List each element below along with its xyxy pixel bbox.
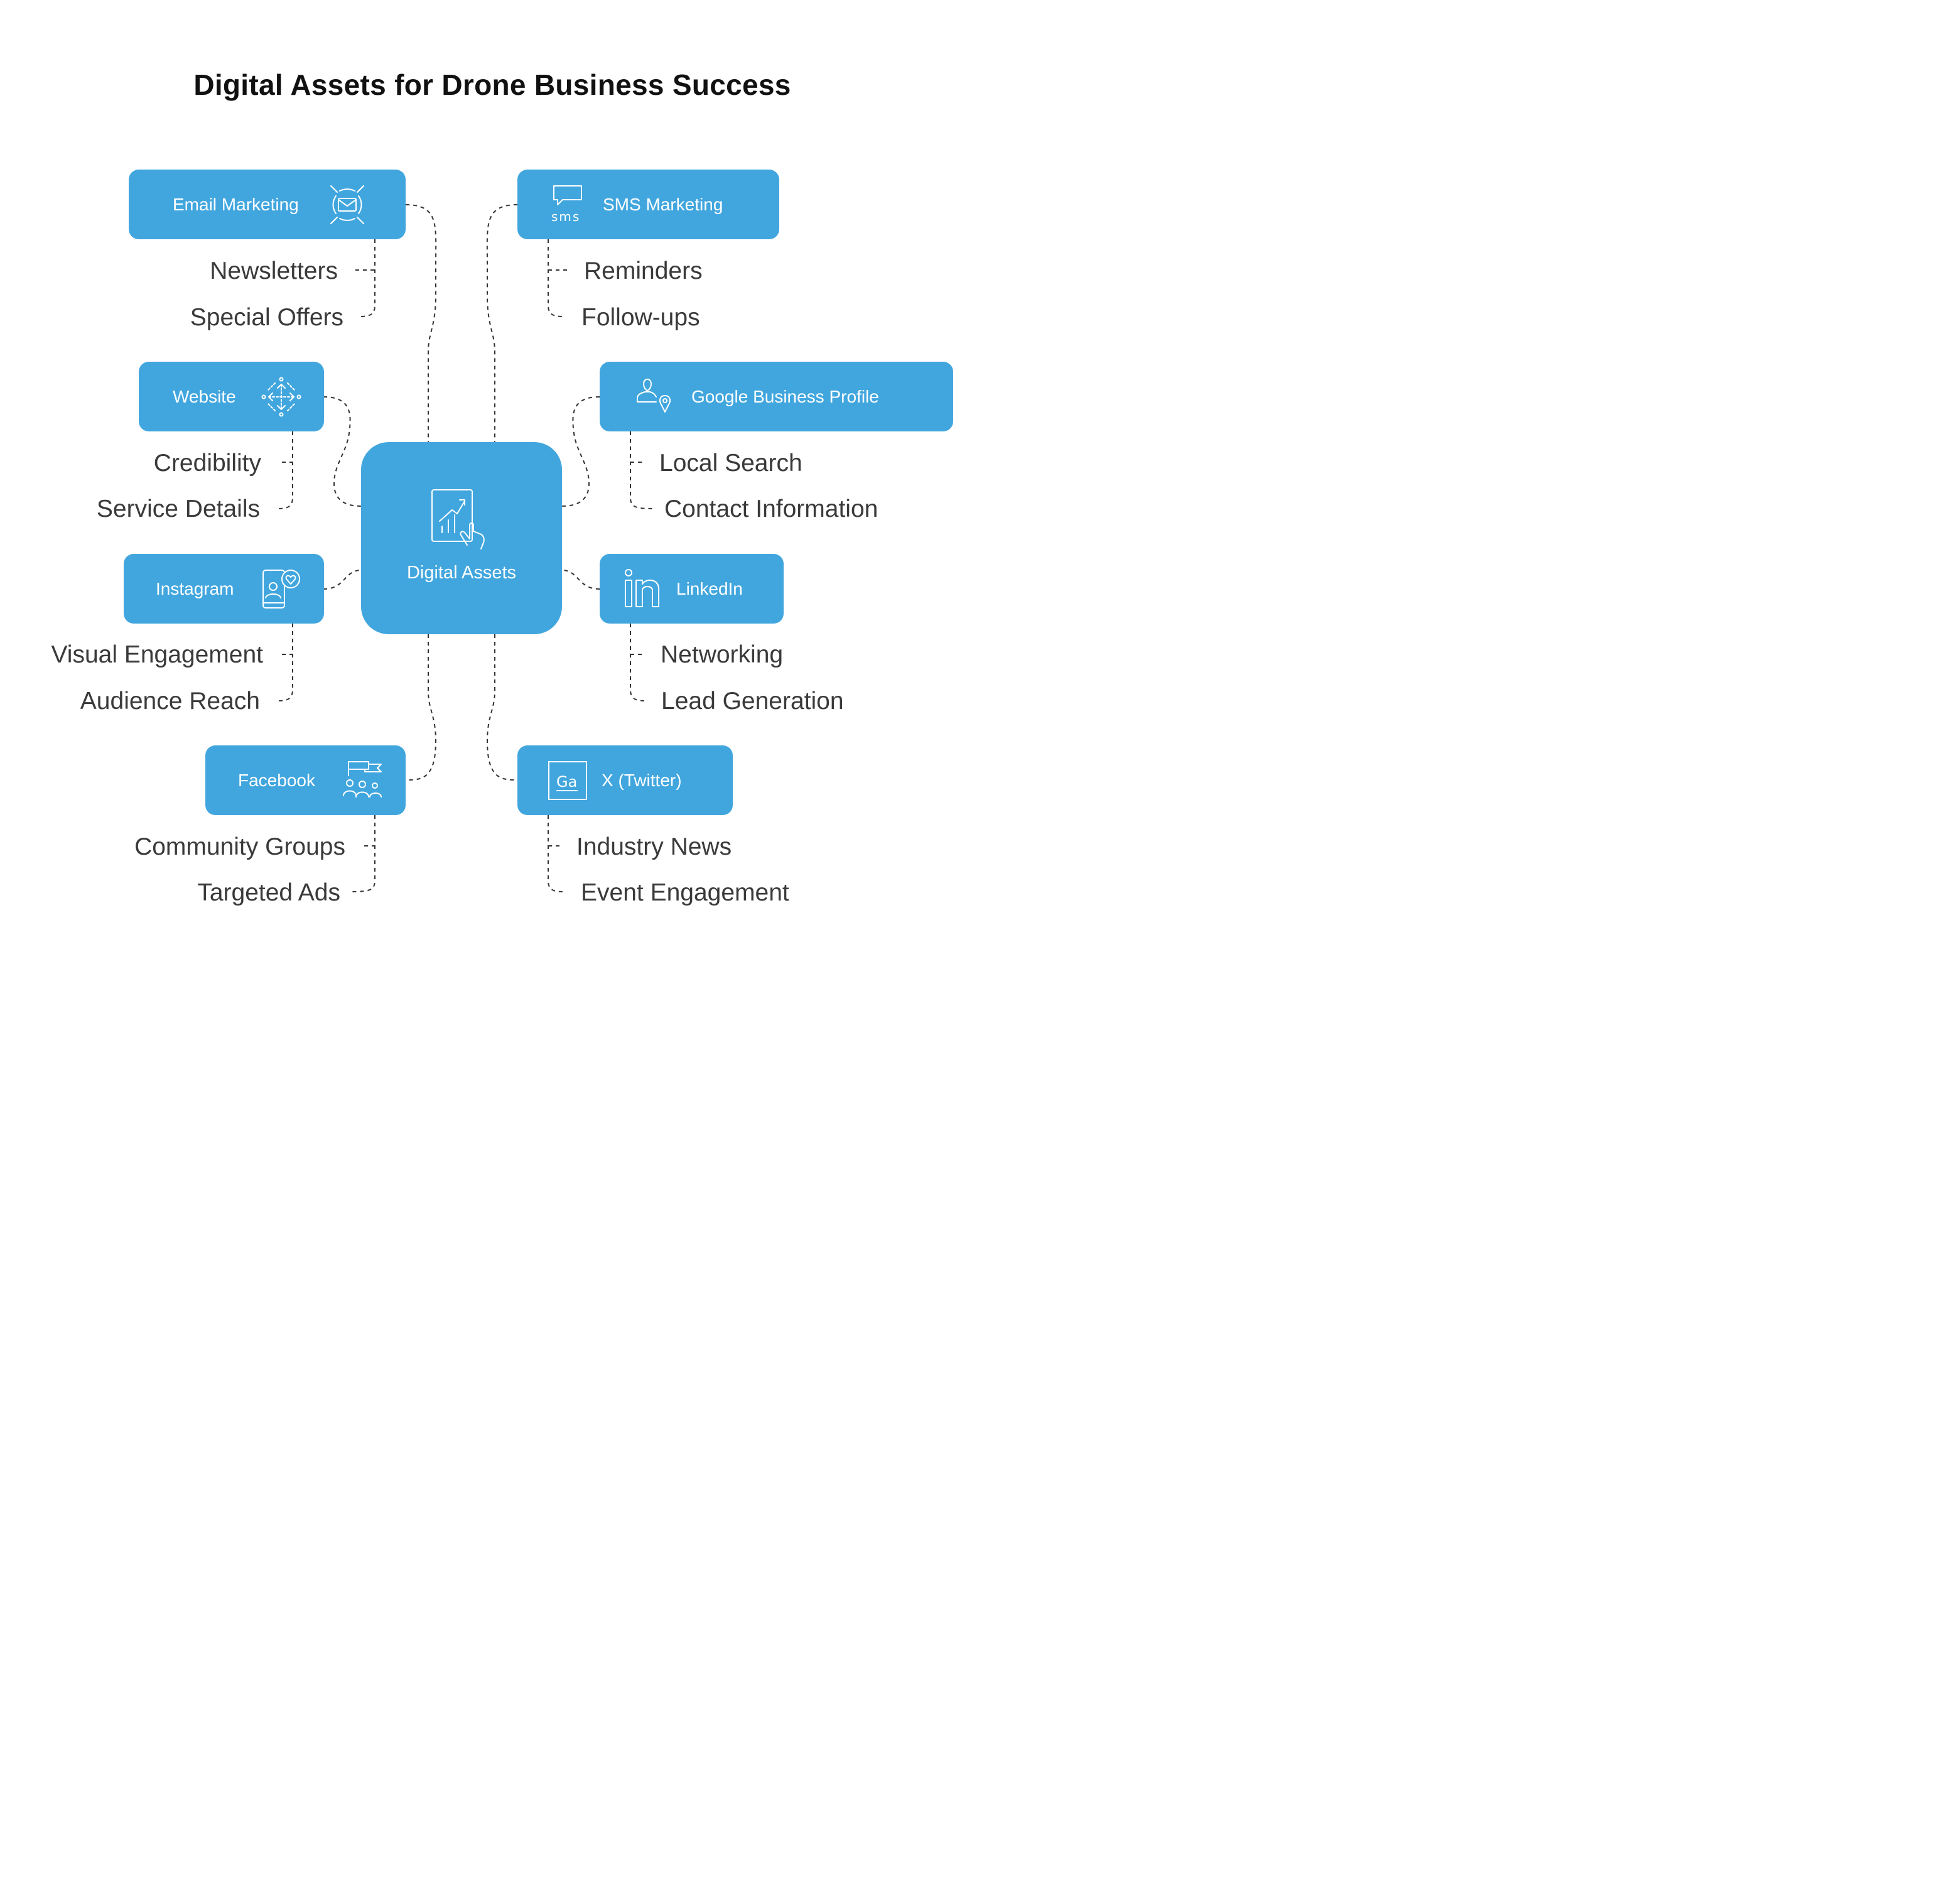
tablet-growth-chart-icon <box>431 489 485 549</box>
envelope-target-icon <box>330 185 364 224</box>
list-item: Networking <box>661 641 784 668</box>
center-label: Digital Assets <box>406 563 517 583</box>
center-node-digital-assets <box>361 442 562 634</box>
list-item: Industry News <box>576 833 732 860</box>
node-x-twitter[interactable]: Ga X (Twitter) <box>517 745 733 815</box>
node-label: Facebook <box>238 770 315 790</box>
list-item: Audience Reach <box>80 688 260 715</box>
phone-user-heart-icon <box>262 570 300 609</box>
list-item: Event Engagement <box>581 879 789 906</box>
list-item: Visual Engagement <box>51 641 263 668</box>
node-linkedin[interactable]: LinkedIn <box>600 554 784 624</box>
node-label: LinkedIn <box>676 578 743 598</box>
list-item: Contact Information <box>664 495 878 522</box>
node-email-marketing[interactable]: Email Marketing <box>129 170 406 239</box>
list-item: Targeted Ads <box>197 879 340 906</box>
list-item: Special Offers <box>190 304 343 331</box>
node-facebook[interactable]: Facebook <box>205 745 406 815</box>
sms-chat-bubble-icon: sms <box>551 185 582 224</box>
svg-text:Ga: Ga <box>556 773 577 791</box>
node-label: Google Business Profile <box>691 386 879 406</box>
node-label: Instagram <box>156 578 234 598</box>
node-label: Website <box>173 386 236 406</box>
group-flag-icon <box>343 761 382 798</box>
list-item: Lead Generation <box>661 688 844 715</box>
connector-lines <box>276 204 654 892</box>
node-google-business-profile[interactable]: Google Business Profile <box>600 362 953 431</box>
node-label: X (Twitter) <box>602 770 682 790</box>
node-website[interactable]: Website <box>139 362 324 431</box>
list-item: Service Details <box>96 495 260 522</box>
node-label: Email Marketing <box>173 194 299 214</box>
list-item: Community Groups <box>134 833 345 860</box>
font-ga-icon: Ga <box>548 761 587 800</box>
node-instagram[interactable]: Instagram <box>124 554 324 624</box>
move-arrows-icon <box>261 377 301 417</box>
list-item: Credibility <box>153 450 261 477</box>
page-title: Digital Assets for Drone Business Succes… <box>193 68 791 101</box>
node-label: SMS Marketing <box>603 194 723 214</box>
list-item: Reminders <box>584 257 703 284</box>
list-item: Follow-ups <box>581 304 700 331</box>
list-item: Local Search <box>659 450 802 477</box>
linkedin-in-icon <box>625 569 659 607</box>
node-sms-marketing[interactable]: sms SMS Marketing <box>517 170 779 239</box>
svg-text:sms: sms <box>551 209 580 224</box>
list-item: Newsletters <box>210 257 338 284</box>
person-location-pin-icon <box>637 379 671 413</box>
